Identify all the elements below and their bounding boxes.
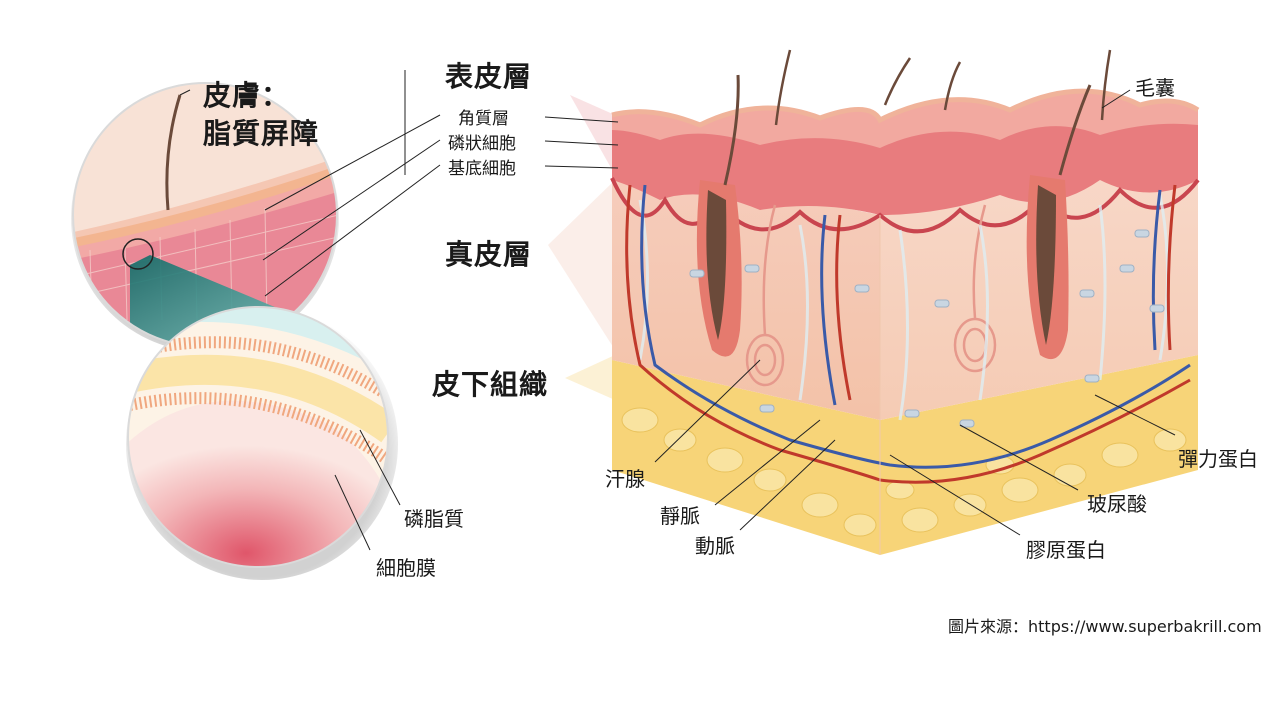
- label-phospholipid: 磷脂質: [404, 507, 464, 531]
- label-epidermis: 表皮層: [445, 60, 533, 93]
- label-dermis: 真皮層: [445, 238, 533, 271]
- image-credit: 圖片來源：https://www.superbakrill.com: [948, 617, 1262, 636]
- leader-lines-right: [544, 89, 1176, 536]
- skin-cross-section: [548, 49, 1200, 555]
- label-hair-follicle: 毛囊: [1135, 76, 1175, 100]
- label-artery: 動脈: [695, 534, 735, 558]
- title-line2: 脂質屏障: [203, 117, 320, 150]
- label-collagen: 膠原蛋白: [1026, 538, 1106, 562]
- label-basal-cells: 基底細胞: [448, 159, 516, 179]
- label-cell-membrane: 細胞膜: [376, 556, 436, 580]
- magnifier-cell-membrane: [126, 306, 398, 580]
- label-sweat-gland: 汗腺: [605, 467, 645, 491]
- title-line1: 皮膚：: [203, 79, 291, 112]
- label-subcutaneous: 皮下組織: [432, 368, 549, 401]
- label-vein: 靜脈: [660, 504, 700, 528]
- label-spinous-cells: 磷狀細胞: [448, 134, 516, 154]
- leader-lines-left: [179, 70, 441, 551]
- label-elastin: 彈力蛋白: [1178, 447, 1258, 471]
- label-hyaluronic-acid: 玻尿酸: [1087, 492, 1147, 516]
- label-stratum-corneum: 角質層: [458, 109, 509, 129]
